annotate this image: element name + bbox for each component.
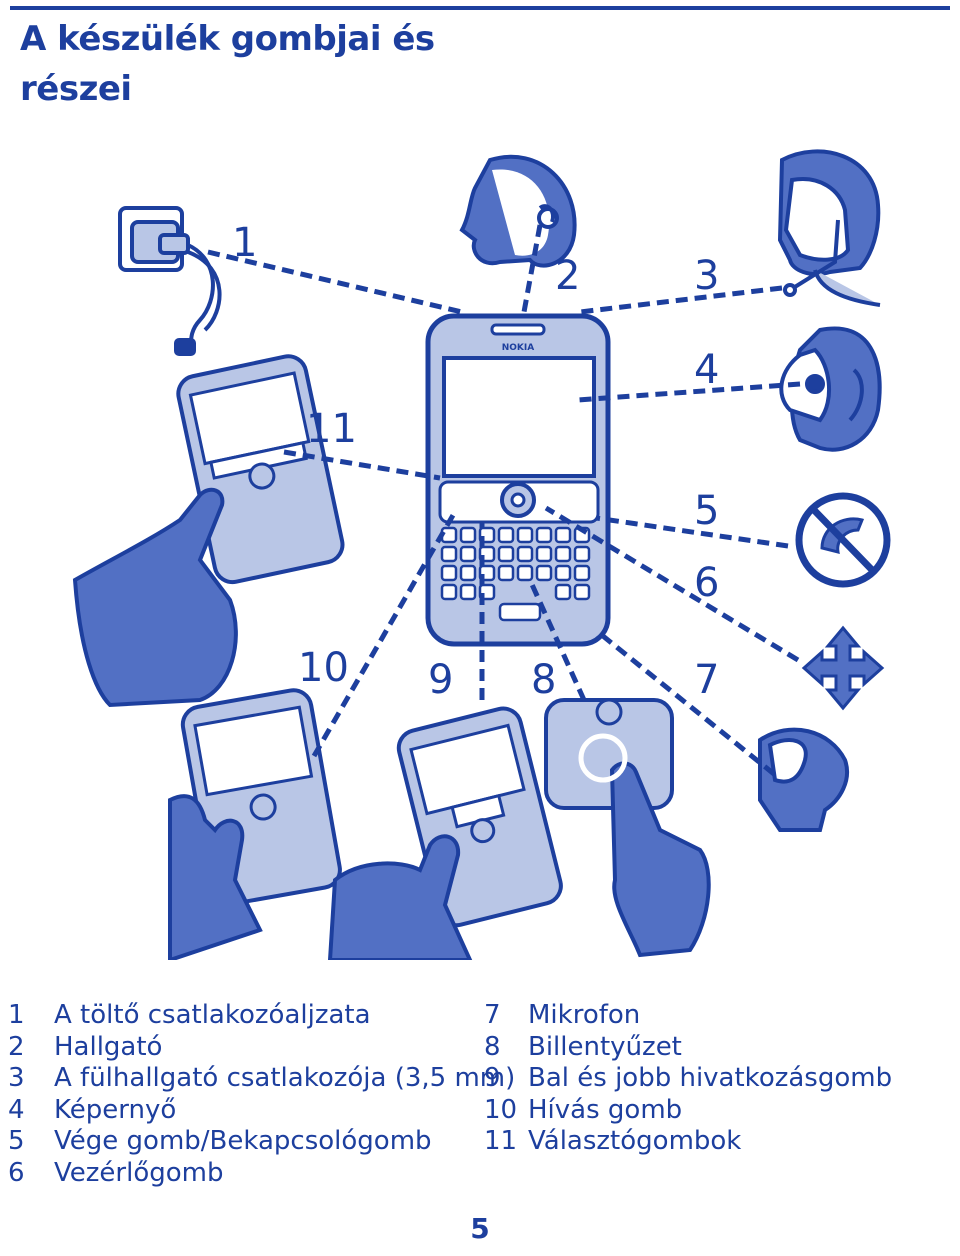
earpiece-head-icon	[459, 154, 577, 268]
keypad-key	[459, 526, 477, 544]
brand-logo: NOKIA	[502, 343, 535, 353]
keypad-key	[440, 564, 458, 582]
keypad-key	[554, 545, 572, 563]
ear-icon	[779, 326, 882, 452]
phone-call-key	[168, 688, 342, 960]
microphone-mouth-icon	[758, 727, 849, 832]
callout-11: 11	[306, 406, 357, 452]
navigation-key-icon	[801, 625, 885, 711]
callout-1: 1	[232, 220, 257, 266]
callout-4: 4	[694, 347, 719, 393]
callout-2: 2	[555, 253, 580, 299]
keypad-key	[535, 545, 553, 563]
page-number: 5	[470, 1212, 490, 1245]
charger-icon	[118, 206, 222, 356]
callout-numbers: 1 2 3 4 5 6 7 8 9 10 11	[232, 220, 719, 703]
keypad-key	[440, 583, 458, 601]
end-call-icon	[795, 492, 891, 588]
keypad-key	[554, 526, 572, 544]
callout-10: 10	[298, 645, 349, 691]
top-rule	[10, 6, 950, 10]
keypad-key	[440, 545, 458, 563]
keyboard-closeup	[544, 698, 711, 958]
callout-8: 8	[531, 657, 556, 703]
headset-person-icon	[777, 149, 881, 307]
keypad-key	[554, 564, 572, 582]
page-title: A készülék gombjai és részei	[20, 19, 435, 109]
keypad-key	[516, 564, 534, 582]
keypad-key	[459, 583, 477, 601]
keypad-key	[535, 564, 553, 582]
phone-selection-keys	[72, 354, 345, 708]
keypad-key	[573, 545, 591, 563]
keypad-key	[573, 564, 591, 582]
keypad-key	[459, 564, 477, 582]
keypad-key	[516, 545, 534, 563]
keypad-key	[497, 545, 515, 563]
keypad-key	[516, 526, 534, 544]
keypad-key	[554, 583, 572, 601]
callout-3: 3	[694, 253, 719, 299]
callout-9: 9	[428, 657, 453, 703]
callout-7: 7	[694, 657, 719, 703]
keypad-key	[497, 526, 515, 544]
main-phone: NOKIA	[425, 313, 611, 647]
phone-soft-keys	[327, 706, 563, 960]
keypad-key	[573, 583, 591, 601]
leader-lines	[207, 224, 801, 776]
phone-parts-illustration: NOKIA	[72, 149, 891, 960]
callout-6: 6	[694, 560, 719, 606]
keypad-key	[497, 564, 515, 582]
keypad-key	[535, 526, 553, 544]
callout-5: 5	[694, 488, 719, 534]
keypad-key	[459, 545, 477, 563]
